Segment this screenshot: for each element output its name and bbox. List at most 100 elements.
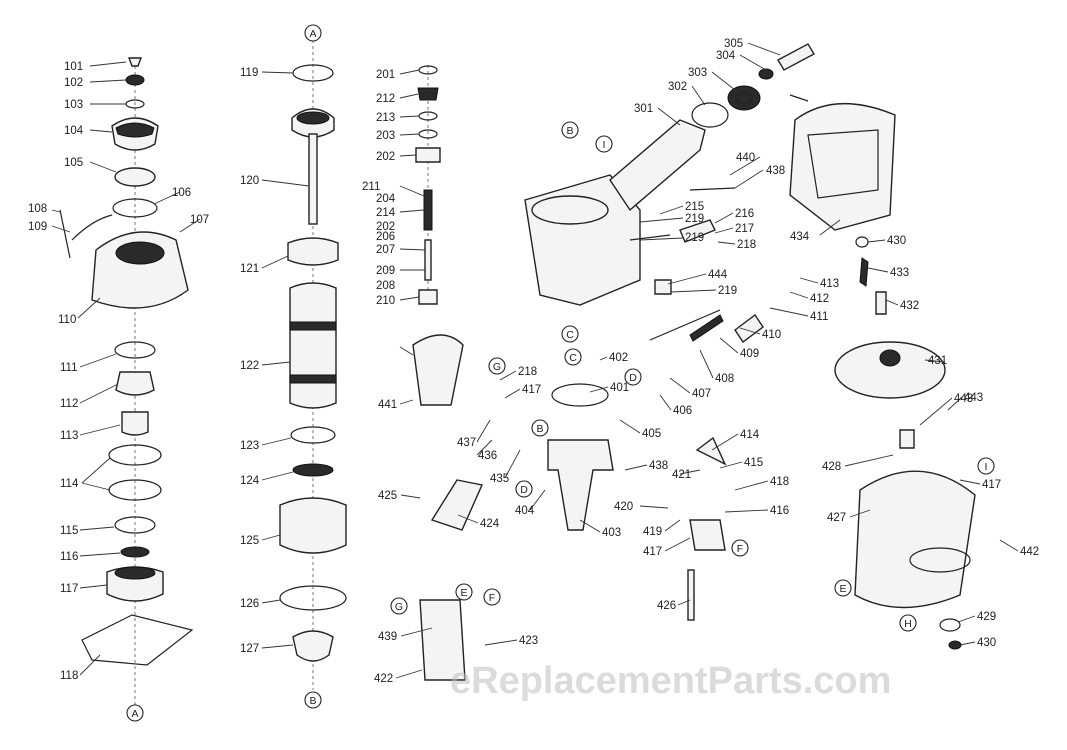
magazine-assembly [789,102,976,650]
ref-marker-i-2: I [977,457,995,475]
part-label: 401 [610,382,629,394]
ref-marker-a-bottom: A [126,704,144,722]
part-label: 417 [643,546,662,558]
ref-marker-label: A [131,708,138,720]
ref-marker-i-1: I [595,135,613,153]
leader-lines [395,42,1019,679]
part-label: 439 [378,631,397,643]
ref-marker-label: C [566,329,574,341]
part-label: 444 [708,269,728,281]
part-label: 417 [522,384,541,396]
part-label: 305 [724,38,743,50]
part-label: 104 [64,125,84,137]
trigger-mechanism [412,309,764,681]
part-label: 219 [685,232,704,244]
part-label: 127 [240,643,259,655]
ref-marker-a-top: A [304,24,322,42]
part-label: 208 [376,280,395,292]
part-label: 423 [519,635,538,647]
ref-marker-b-2: B [561,121,579,139]
part-label: 207 [376,244,395,256]
part-label: 109 [28,221,47,233]
part-label: 126 [240,598,259,610]
watermark-text: eReplacementParts.com [450,660,892,702]
part-label: 125 [240,535,259,547]
part-label: 429 [977,611,996,623]
ref-marker-label: I [985,461,988,473]
part-label: 120 [240,175,259,187]
reference-markers: A A B B B C C D D E E F F G G H I I [126,24,995,722]
part-label: 441 [378,399,397,411]
ref-marker-b-3: B [531,419,549,437]
part-label: 427 [827,512,846,524]
part-label: 216 [735,208,754,220]
part-label: 209 [376,265,395,277]
ref-marker-label: B [536,423,543,435]
part-label: 210 [376,295,395,307]
part-label: 116 [60,551,78,563]
part-label: 303 [688,67,707,79]
part-label: 409 [740,348,759,360]
ref-marker-c-2: C [564,348,582,366]
part-label: 301 [634,103,653,115]
part-label: 202 [376,151,395,163]
ref-marker-c-1: C [561,325,579,343]
part-label: 406 [673,405,692,417]
part-label: 106 [172,187,191,199]
part-label: 418 [770,476,789,488]
ref-marker-f-1: F [483,588,501,606]
ref-marker-f-2: F [731,539,749,557]
part-label: 403 [602,527,621,539]
column-3-parts [399,65,441,305]
ref-marker-d-2: D [515,480,533,498]
part-label: 101 [64,61,83,73]
part-label: 204 [376,193,396,205]
ref-marker-label: B [566,125,573,137]
part-label: 211 [362,181,380,193]
part-label: 124 [240,475,260,487]
part-label: 114 [60,478,79,490]
part-label: 432 [900,300,919,312]
part-label: 442 [1020,546,1039,558]
part-label: 408 [715,373,734,385]
part-label: 410 [762,329,781,341]
part-label: 436 [478,450,497,462]
part-label: 433 [890,267,909,279]
part-label: 122 [240,360,259,372]
ref-marker-label: I [603,139,606,151]
ref-marker-label: D [520,484,528,496]
part-label: 438 [766,165,785,177]
column-2-parts [261,40,347,690]
ref-marker-g-1: G [488,357,506,375]
part-label: 217 [735,223,754,235]
ref-marker-label: C [569,352,577,364]
part-label: 425 [378,490,397,502]
part-label: 215 [685,201,704,213]
part-label: 201 [376,69,395,81]
ref-marker-d-1: D [624,368,642,386]
part-label: 424 [480,518,500,530]
part-label: 407 [692,388,711,400]
part-label: 428 [822,461,841,473]
part-number-labels: 101 102 103 104 105 106 107 108 109 110 … [28,38,1039,685]
part-label: 117 [60,583,78,595]
part-label: 218 [737,239,756,251]
part-label: 302 [668,81,687,93]
part-label: 213 [376,112,395,124]
part-label: 113 [60,430,78,442]
ref-marker-label: H [904,618,912,630]
part-label: 111 [60,362,77,374]
part-label: 214 [376,207,396,219]
part-label: 108 [28,203,47,215]
part-label: 437 [457,437,476,449]
part-label: 110 [58,314,76,326]
body-and-handle [524,43,815,306]
part-label: 219 [685,213,704,225]
ref-marker-label: F [489,592,495,604]
part-label: 440 [736,152,755,164]
ref-marker-e-1: E [455,583,473,601]
part-label: 438 [649,460,668,472]
part-label: 430 [977,637,996,649]
ref-marker-g-2: G [390,597,408,615]
